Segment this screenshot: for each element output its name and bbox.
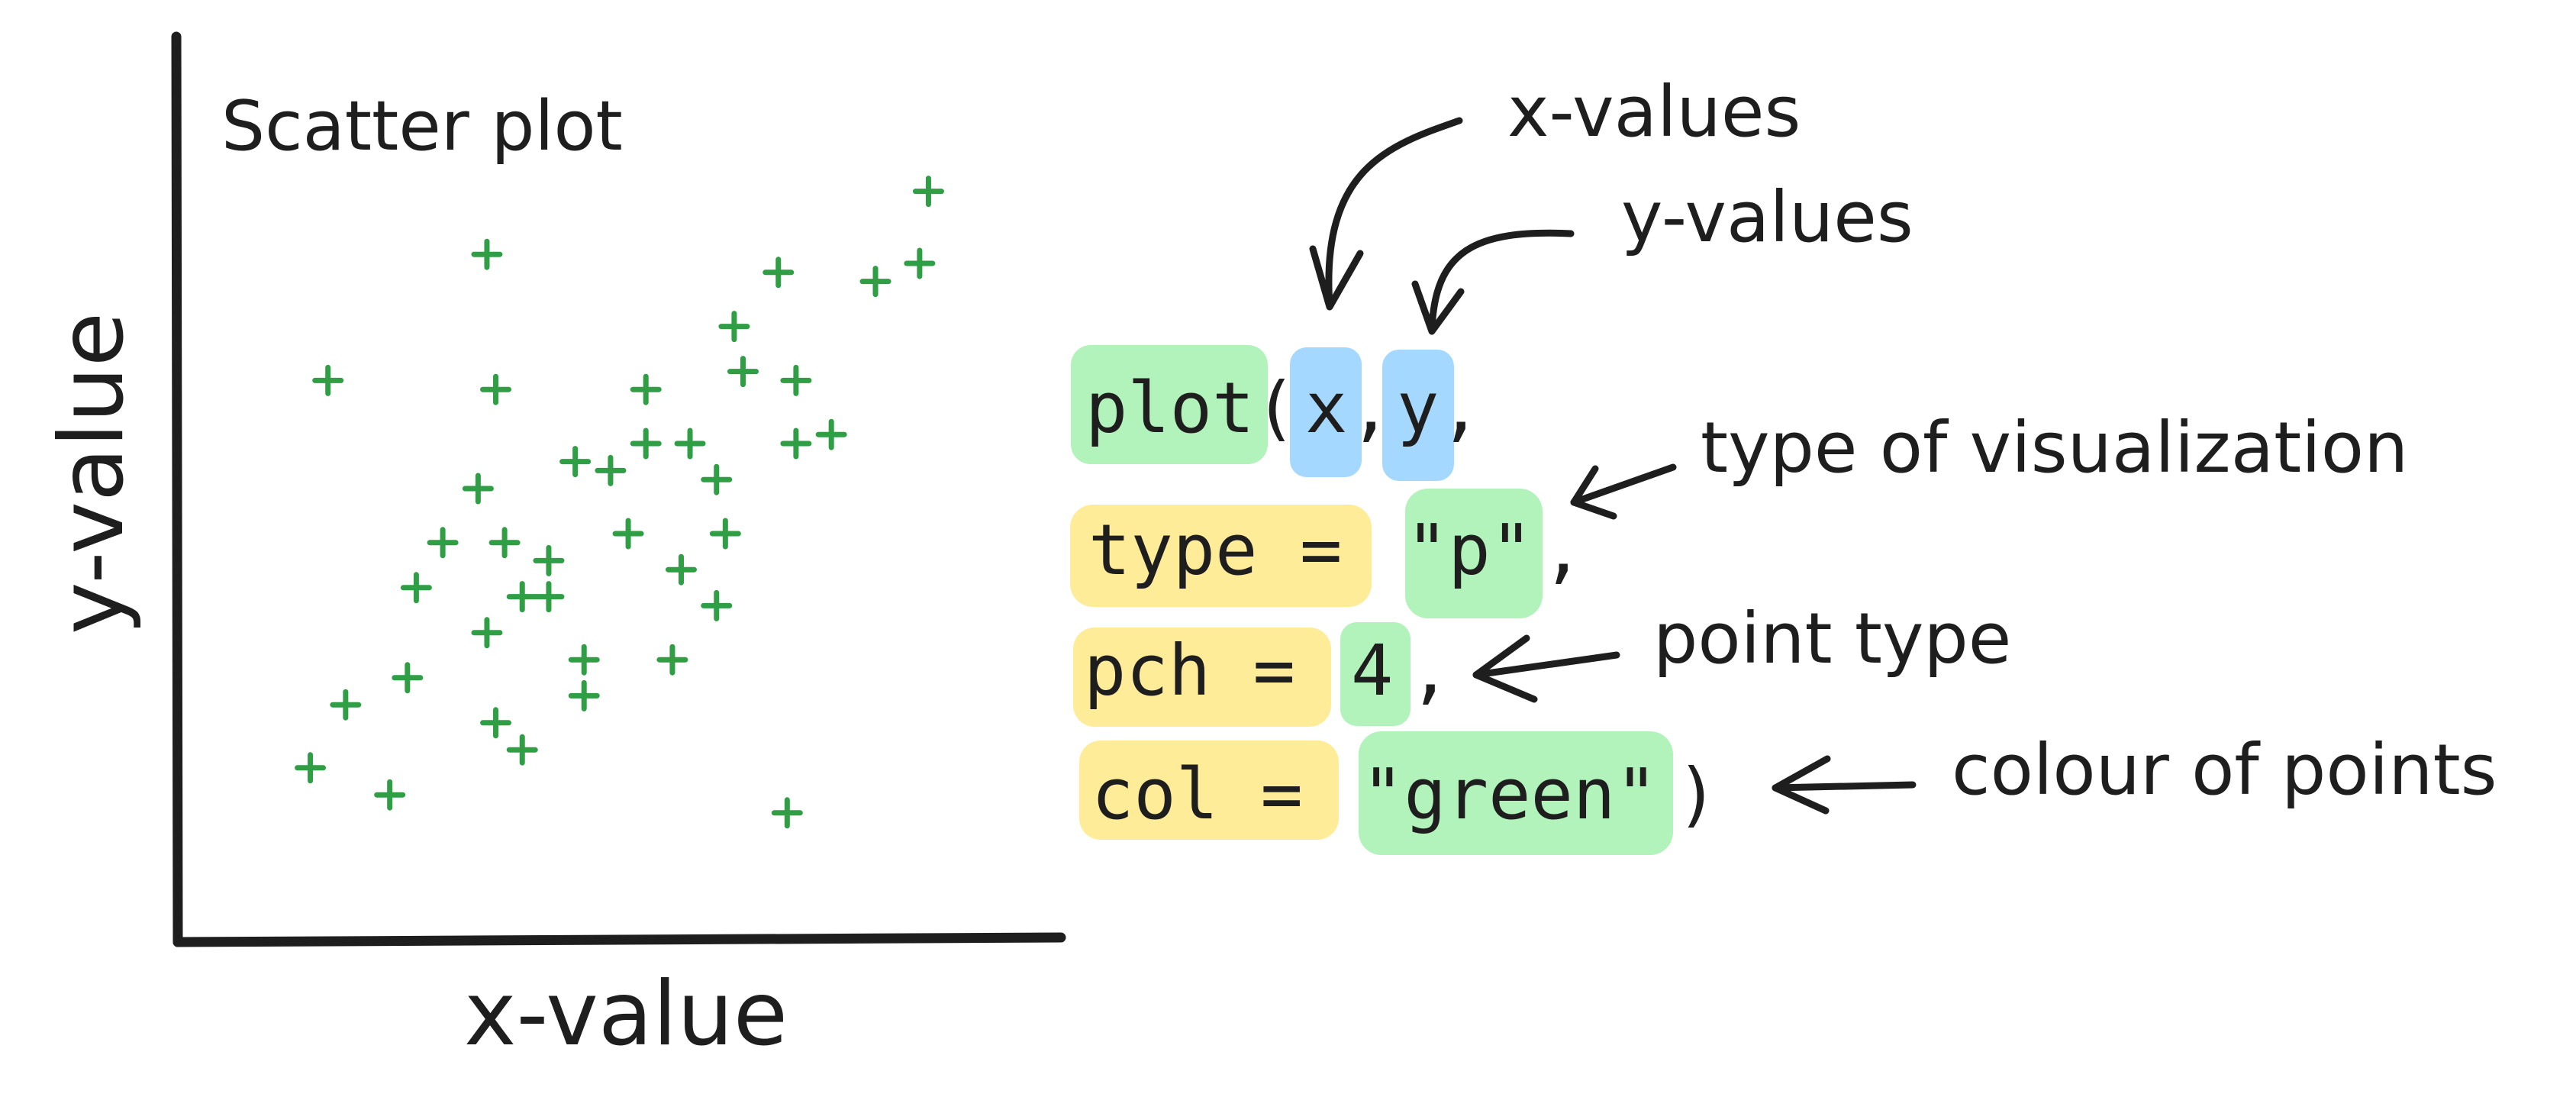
scatter-point-30 (471, 617, 503, 649)
y-axis (171, 31, 183, 947)
code-type-key: type = (1088, 509, 1342, 591)
highlight-type-val (1405, 489, 1543, 618)
scatter-point-25 (665, 553, 697, 586)
scatter-point-5 (859, 266, 891, 298)
scatter-point-9 (780, 364, 812, 396)
arrow-colour (1772, 755, 1917, 815)
highlight-plot-fn (1071, 345, 1268, 464)
x-axis (172, 932, 1066, 947)
scatter-point-23 (612, 518, 644, 550)
code-line-1: plot( x , y , (1085, 367, 1481, 449)
scatter-point-2 (471, 238, 503, 270)
scatter-point-20 (709, 518, 741, 550)
scatter-point-21 (427, 527, 459, 559)
scatter-point-27 (506, 581, 538, 613)
label-y-values: y-values (1621, 176, 1913, 258)
code-line-3: pch = 4 , (1084, 630, 1451, 711)
scatter-point-33 (392, 662, 424, 694)
highlight-y-arg (1382, 350, 1454, 481)
scatter-point-13 (559, 446, 592, 478)
highlight-pch-val (1340, 622, 1411, 726)
code-x-arg: x (1305, 367, 1347, 449)
x-axis-label: x-value (464, 963, 788, 1066)
scatter-points (295, 176, 944, 829)
highlight-x-arg (1290, 347, 1362, 477)
scatter-point-35 (330, 689, 362, 721)
highlight-type-key (1070, 505, 1372, 607)
y-axis-label: y-value (40, 312, 143, 634)
scatter-point-15 (674, 428, 706, 460)
scatter-point-19 (701, 463, 733, 495)
code-block: plot( x , y , type = "p" , pch = 4 , col… (1084, 367, 1718, 835)
code-pch-comma: , (1409, 630, 1451, 711)
scatter-point-36 (480, 707, 512, 739)
scatter-point-4 (762, 257, 795, 289)
scatter-point-18 (462, 473, 494, 505)
code-close-paren: ) (1676, 753, 1718, 835)
code-comma-1: , (1349, 367, 1391, 449)
code-col-key: col = (1091, 753, 1303, 835)
scatter-point-32 (656, 644, 688, 676)
highlight-col-val (1359, 731, 1673, 855)
plot-title: Scatter plot (221, 86, 623, 166)
label-point-type: point type (1653, 598, 2011, 679)
arrow-type (1570, 463, 1677, 520)
highlight-pch-key (1073, 628, 1331, 727)
scatter-point-8 (727, 356, 759, 388)
code-line-2: type = "p" , (1088, 509, 1584, 591)
scatter-point-3 (912, 176, 944, 208)
scatter-point-40 (771, 797, 803, 829)
code-y-arg: y (1397, 367, 1439, 449)
scatter-point-31 (568, 644, 600, 676)
scatter-point-29 (701, 589, 733, 621)
scatter-point-11 (630, 373, 662, 405)
code-type-comma: , (1542, 509, 1584, 591)
scatter-point-39 (374, 779, 406, 811)
scatter-point-34 (568, 679, 600, 711)
code-pch-val: 4 (1351, 630, 1393, 711)
code-highlights (1070, 345, 1673, 855)
code-type-val: "p" (1406, 509, 1533, 591)
scatter-point-6 (904, 247, 936, 279)
label-x-values: x-values (1507, 71, 1801, 153)
scatter-point-7 (718, 311, 750, 343)
code-line-4: col = "green" ) (1091, 753, 1718, 835)
scatter-point-12 (630, 428, 662, 460)
arrow-point-type (1472, 634, 1620, 703)
label-type-of-visualization: type of visualization (1701, 407, 2408, 489)
scatter-point-14 (595, 454, 627, 486)
annotations: x-values y-values type of visualization … (1309, 71, 2497, 815)
scatter-point-22 (488, 527, 521, 559)
scatter-point-16 (780, 428, 812, 460)
scatter-point-17 (815, 418, 847, 450)
scatter-point-38 (295, 752, 327, 784)
code-pch-key: pch = (1084, 630, 1295, 711)
code-col-val: "green" (1362, 753, 1658, 835)
scatter-plot: Scatter plot x-value y-value (40, 31, 1066, 1066)
label-colour-of-points: colour of points (1952, 729, 2497, 811)
scatter-point-1 (312, 364, 344, 396)
code-comma-2: , (1440, 367, 1481, 449)
code-plot-fn: plot( (1085, 367, 1297, 449)
arrow-y-values (1411, 229, 1575, 335)
scatter-point-24 (533, 544, 565, 576)
scatter-point-10 (480, 373, 512, 405)
scatter-point-28 (533, 581, 565, 613)
arrow-x-values (1309, 117, 1463, 311)
highlight-col-key (1079, 741, 1339, 840)
scatter-point-37 (506, 734, 538, 766)
scatter-point-26 (400, 572, 432, 604)
